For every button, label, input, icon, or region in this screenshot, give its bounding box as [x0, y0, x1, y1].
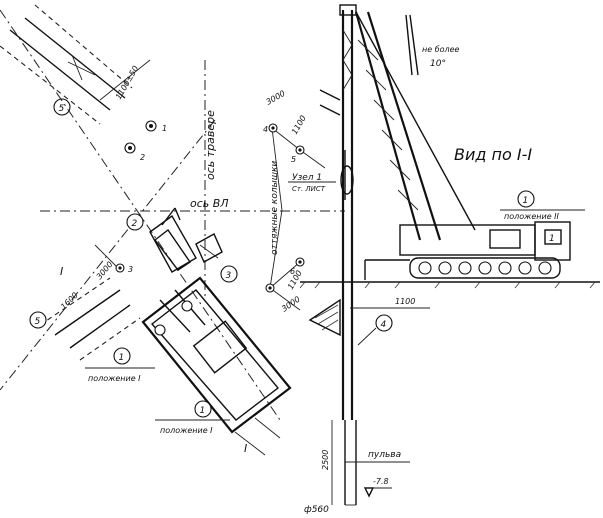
tower-foundation-upper: [0, 4, 133, 125]
marker-1-position-2: 1 положение II: [500, 190, 585, 221]
dimension-label: 3000: [95, 260, 115, 281]
tilt-note-text: не более: [422, 45, 460, 54]
dimension-label: 1100±50: [114, 64, 140, 101]
section-mark-left: I: [60, 265, 63, 278]
support-hatch: [308, 298, 341, 337]
node-reference: Узел 1 Ст. ЛИСТ: [288, 173, 336, 193]
point-label: 4: [263, 125, 268, 134]
point-label: 1: [162, 124, 167, 133]
marker-label: 5: [59, 104, 65, 114]
marker-label: 2: [132, 219, 138, 229]
dimension-1100-top: 1100: [290, 114, 308, 136]
point-1: 1: [145, 120, 167, 133]
crane-boom: [354, 11, 476, 241]
position-label: положение I: [88, 374, 141, 383]
axis-diagonal-cross: [0, 119, 216, 391]
section-mark: I: [244, 442, 247, 455]
marker-2: 2: [126, 213, 144, 231]
marker-1-bottom: 1 положение I: [155, 400, 230, 435]
anchoring-stakes: оттяжные колышки: [269, 127, 326, 311]
axis-diagonal-main: [0, 9, 281, 421]
marker-5-upper: 5: [53, 98, 71, 116]
point-5: 5: [291, 145, 305, 164]
depth-mark: -7.8: [373, 477, 389, 486]
pile-diameter: ф560: [304, 505, 329, 515]
node-label: Узел 1: [292, 173, 322, 183]
position-label: положение I: [160, 426, 213, 435]
carrier-vehicle: 1: [364, 221, 571, 280]
auger-equipment-sketch: [149, 207, 223, 273]
ground-line: [299, 281, 600, 289]
marker-label: 1: [523, 196, 529, 206]
cab-marker: 1: [549, 234, 555, 244]
marker-1-left: 1 положение I: [85, 347, 155, 383]
pile-label: пульва: [368, 450, 401, 460]
dimension-3000-top: 3000: [265, 89, 287, 107]
tilt-note: не более 10°: [405, 14, 460, 76]
axis-row-label: ось ВЛ: [190, 197, 229, 210]
dimension-label: 1100: [395, 297, 415, 306]
marker-label: 1: [119, 353, 125, 363]
drill-rig-plan: [141, 276, 292, 456]
point-label: 6: [290, 267, 295, 276]
point-6: 6: [290, 257, 305, 276]
dimension-1100-upper: 1100±50: [99, 59, 151, 101]
point-2: 2: [124, 142, 145, 162]
mast-stay: [319, 89, 341, 116]
point-3: 3: [115, 263, 133, 274]
tower-foundation-lower: [39, 277, 141, 361]
marker-label: 5: [35, 317, 41, 327]
marker-label: 3: [226, 271, 232, 281]
drill-mast: [339, 4, 357, 420]
marker-label: 1: [200, 406, 206, 416]
marker-4: 4: [357, 314, 393, 346]
point-label: 3: [128, 265, 133, 274]
node-sublabel: Ст. ЛИСТ: [292, 185, 326, 193]
axis-traverse-label: ось травере: [204, 110, 217, 180]
dimension-1100-bottom: 1100: [350, 297, 430, 309]
point-4: 4: [263, 123, 278, 134]
anchoring-label: оттяжные колышки: [270, 161, 280, 255]
marker-3: 3: [220, 265, 238, 283]
marker-label: 4: [381, 320, 387, 330]
point-label: 5: [291, 155, 296, 164]
tilt-angle: 10°: [430, 59, 446, 69]
view-title: Вид по I-I: [454, 145, 532, 164]
dimension-3000-left: 3000: [95, 244, 119, 281]
position-label: положение II: [504, 212, 560, 221]
pile-section: 1100±50 2500 ф560 пульва -7.8: [304, 420, 410, 515]
marker-5-lower: 5: [29, 311, 47, 329]
pile-length-label: 2500: [321, 450, 330, 470]
point-label: 2: [140, 153, 145, 162]
kelly-bar: [340, 150, 354, 200]
point-4b: [265, 283, 275, 293]
